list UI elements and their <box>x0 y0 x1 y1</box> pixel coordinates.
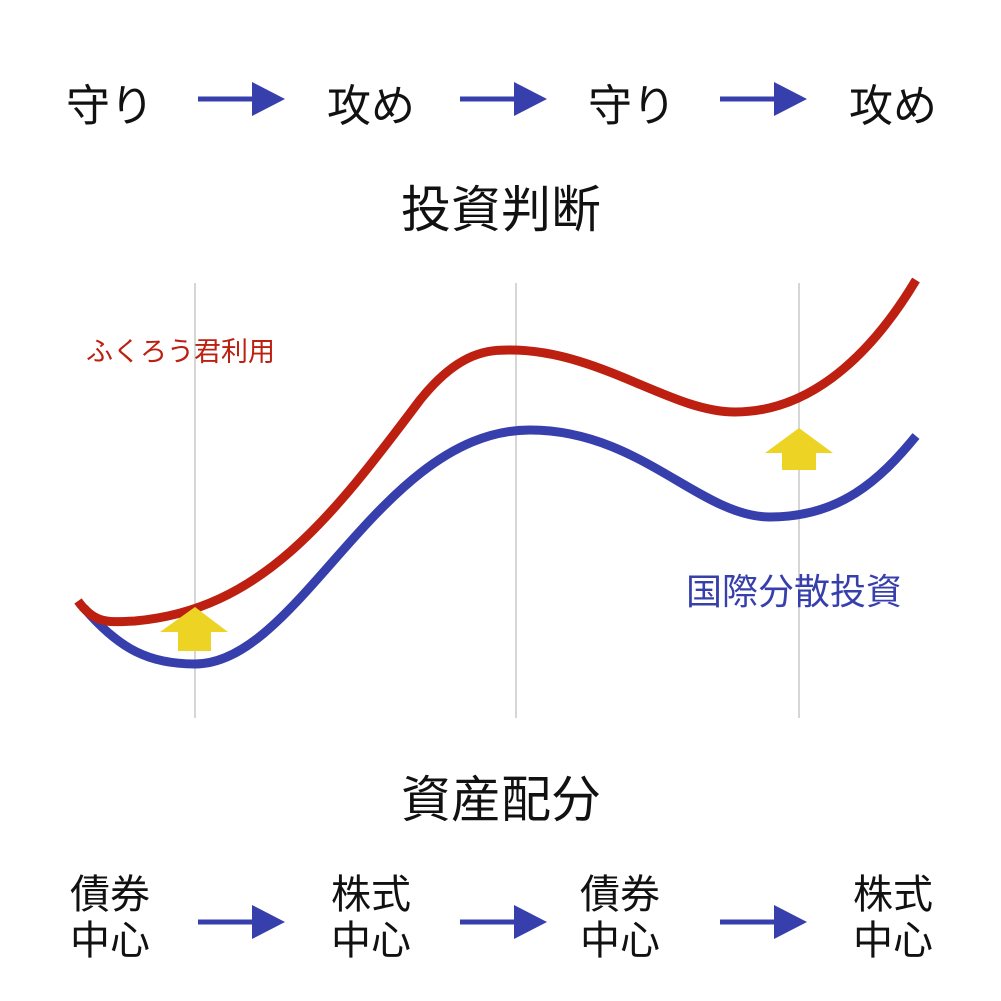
red-series-label: ふくろう君利用 <box>86 337 275 368</box>
bottom-step-line: 中心 <box>853 918 933 964</box>
bottom-flow-arrows <box>198 905 807 939</box>
top-step-1: 守り <box>66 81 154 132</box>
blue-series-label: 国際分散投資 <box>686 572 903 613</box>
bottom-step-line: 中心 <box>331 918 411 964</box>
bottom-step-line: 株式 <box>331 872 411 918</box>
bottom-step-3: 債券中心 <box>580 872 660 964</box>
bottom-title: 資産配分 <box>401 771 601 829</box>
top-step-4: 攻め <box>849 81 937 132</box>
right-arrow-icon <box>460 82 547 116</box>
bottom-step-line: 中心 <box>580 918 660 964</box>
right-arrow-icon <box>460 905 547 939</box>
red-curve <box>74 277 920 627</box>
bottom-step-4: 株式中心 <box>853 872 933 964</box>
up-arrow-icon <box>765 428 833 470</box>
top-title: 投資判断 <box>401 181 601 239</box>
up-arrow-icon <box>160 607 228 651</box>
top-step-3: 守り <box>588 81 676 132</box>
bottom-step-line: 債券 <box>580 872 660 918</box>
bottom-step-line: 債券 <box>70 872 150 918</box>
right-arrow-icon <box>720 905 807 939</box>
right-arrow-icon <box>198 82 285 116</box>
top-step-2: 攻め <box>327 81 415 132</box>
top-flow-arrows <box>198 82 807 116</box>
bottom-step-line: 中心 <box>70 918 150 964</box>
right-arrow-icon <box>720 82 807 116</box>
bottom-step-1: 債券中心 <box>70 872 150 964</box>
blue-curve <box>80 425 920 669</box>
bottom-step-2: 株式中心 <box>331 872 411 964</box>
bottom-step-line: 株式 <box>853 872 933 918</box>
right-arrow-icon <box>198 905 285 939</box>
